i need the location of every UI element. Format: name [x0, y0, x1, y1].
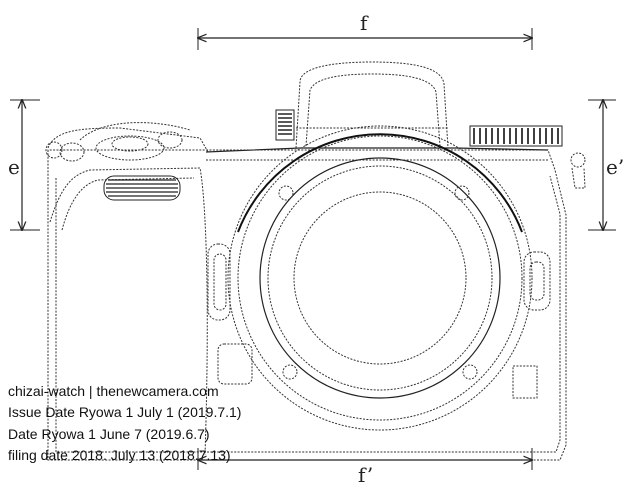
caption-issue-date: Issue Date Ryowa 1 July 1 (2019.7.1)	[8, 404, 242, 420]
top-left-controls	[59, 131, 183, 162]
dimension-label-f: f	[360, 11, 369, 35]
lens-mount	[227, 125, 533, 431]
dimension-label-e-prime: e’	[606, 155, 624, 179]
caption-date: Date Ryowa 1 June 7 (2019.6.7)	[8, 426, 210, 442]
top-right-dial	[469, 125, 563, 147]
viewfinder-prism	[295, 61, 449, 149]
release-knob	[275, 109, 295, 141]
front-buttons	[207, 243, 551, 399]
caption-source: chizai-watch | thenewcamera.com	[8, 383, 219, 399]
camera-body-outline	[47, 147, 567, 461]
front-command-dial	[103, 175, 181, 201]
dimension-lines	[10, 28, 616, 470]
dimension-label-e: e	[8, 155, 20, 179]
dimension-label-f-prime: f’	[358, 463, 373, 487]
caption-filing-date: filing date 2018. July 13 (2018.7.13)	[8, 447, 231, 463]
strap-lugs	[45, 141, 586, 189]
hand-grip	[47, 122, 209, 456]
